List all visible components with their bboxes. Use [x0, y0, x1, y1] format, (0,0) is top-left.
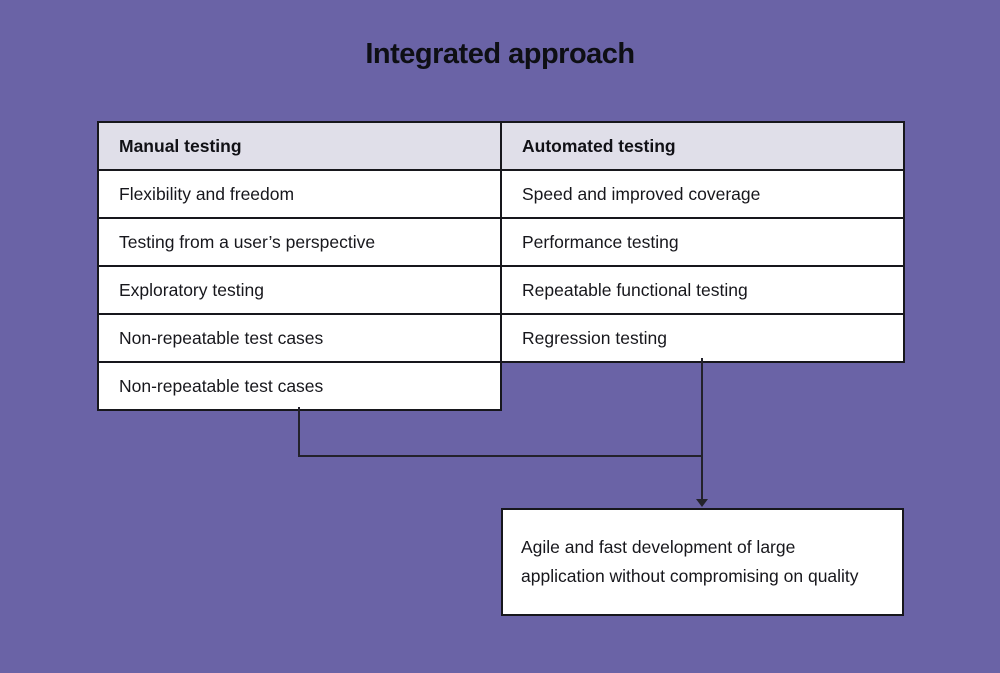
connector-automated-column-line	[701, 358, 703, 499]
arrow-down-icon	[696, 499, 708, 507]
diagram-title: Integrated approach	[365, 38, 635, 70]
connector-manual-column-line	[298, 407, 300, 457]
manual-cell-user-perspective: Testing from a user’s perspective	[97, 217, 502, 267]
comparison-table: Manual testing Automated testing Flexibi…	[97, 121, 905, 411]
table-header-row: Manual testing Automated testing	[97, 121, 905, 171]
manual-cell-flexibility: Flexibility and freedom	[97, 169, 502, 219]
table-row: Non-repeatable test cases	[97, 361, 904, 411]
automated-cell-speed: Speed and improved coverage	[500, 169, 905, 219]
table-row: Flexibility and freedom Speed and improv…	[97, 169, 905, 219]
table-row: Exploratory testing Repeatable functiona…	[97, 265, 905, 315]
automated-cell-repeatable-functional: Repeatable functional testing	[500, 265, 905, 315]
connector-horizontal-line	[298, 455, 703, 457]
manual-cell-exploratory: Exploratory testing	[97, 265, 502, 315]
column-header-manual-testing: Manual testing	[97, 121, 502, 171]
automated-cell-regression: Regression testing	[500, 313, 905, 363]
automated-cell-performance: Performance testing	[500, 217, 905, 267]
column-header-automated-testing: Automated testing	[500, 121, 905, 171]
result-box-text: Agile and fast development of large appl…	[521, 537, 859, 586]
table-row: Non-repeatable test cases Regression tes…	[97, 313, 905, 363]
table-row: Testing from a user’s perspective Perfor…	[97, 217, 905, 267]
manual-cell-non-repeatable-2: Non-repeatable test cases	[97, 361, 502, 411]
result-box: Agile and fast development of large appl…	[501, 508, 904, 616]
manual-cell-non-repeatable-1: Non-repeatable test cases	[97, 313, 502, 363]
